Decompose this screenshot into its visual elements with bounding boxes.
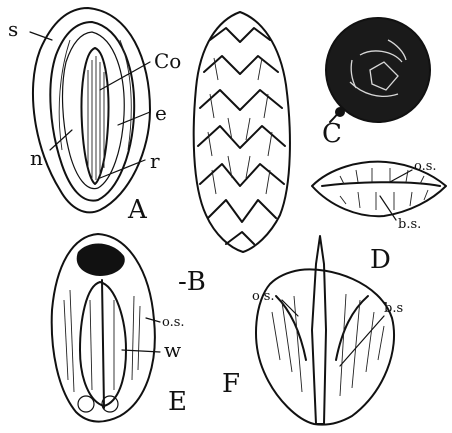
figure-e-center-line xyxy=(102,280,104,408)
figure-a-r-leader xyxy=(100,160,145,178)
figure-a: s Co e n r A xyxy=(8,8,181,225)
figure-d-ridge xyxy=(322,182,440,186)
figure-f-bs-leader xyxy=(340,316,384,366)
figure-a-endosperm xyxy=(63,32,125,189)
figure-f-left-wing-edge xyxy=(276,296,306,360)
figure-e-dark-cap xyxy=(77,243,125,276)
figure-a-label-r: r xyxy=(150,149,160,173)
figure-f-hatching xyxy=(272,294,384,396)
figure-f-letter: F xyxy=(222,369,240,399)
figure-a-label-n: n xyxy=(30,146,43,170)
figure-d-letter: D xyxy=(370,245,391,275)
figure-a-letter: A xyxy=(127,195,148,225)
figure-a-label-e: e xyxy=(155,101,167,125)
figure-a-label-co: Co xyxy=(154,49,181,73)
figure-b-scales xyxy=(198,28,285,244)
figure-c-letter: C xyxy=(322,119,342,149)
figure-f-label-os: o.s. xyxy=(252,289,275,304)
figure-e-label-os: o.s. xyxy=(162,315,185,330)
figure-e: o.s. w E xyxy=(52,234,187,422)
figure-c: C xyxy=(322,18,430,149)
figure-a-label-s: s xyxy=(8,17,18,41)
figure-b: -B xyxy=(178,12,290,297)
figure-e-basal-knob-left xyxy=(78,396,94,412)
figure-c-hilum xyxy=(335,107,345,117)
figure-d: o.s. b.s. D xyxy=(312,159,446,275)
figure-a-coat-hatching xyxy=(59,40,131,150)
figure-d-hatching xyxy=(340,168,428,210)
figure-d-os-leader xyxy=(390,170,412,182)
figure-b-letter: -B xyxy=(178,267,206,297)
figure-c-seed xyxy=(326,18,430,122)
figure-f-central-spine xyxy=(312,236,326,424)
figure-d-label-bs: b.s. xyxy=(398,217,421,232)
figure-e-letter: E xyxy=(168,387,187,417)
figure-a-embryo-hatching xyxy=(88,56,104,180)
figure-e-label-w: w xyxy=(164,338,181,362)
figure-f-right-wing-edge xyxy=(336,296,368,360)
figure-d-label-os: o.s. xyxy=(414,159,437,174)
figure-f-label-bs: b.s xyxy=(384,301,403,316)
